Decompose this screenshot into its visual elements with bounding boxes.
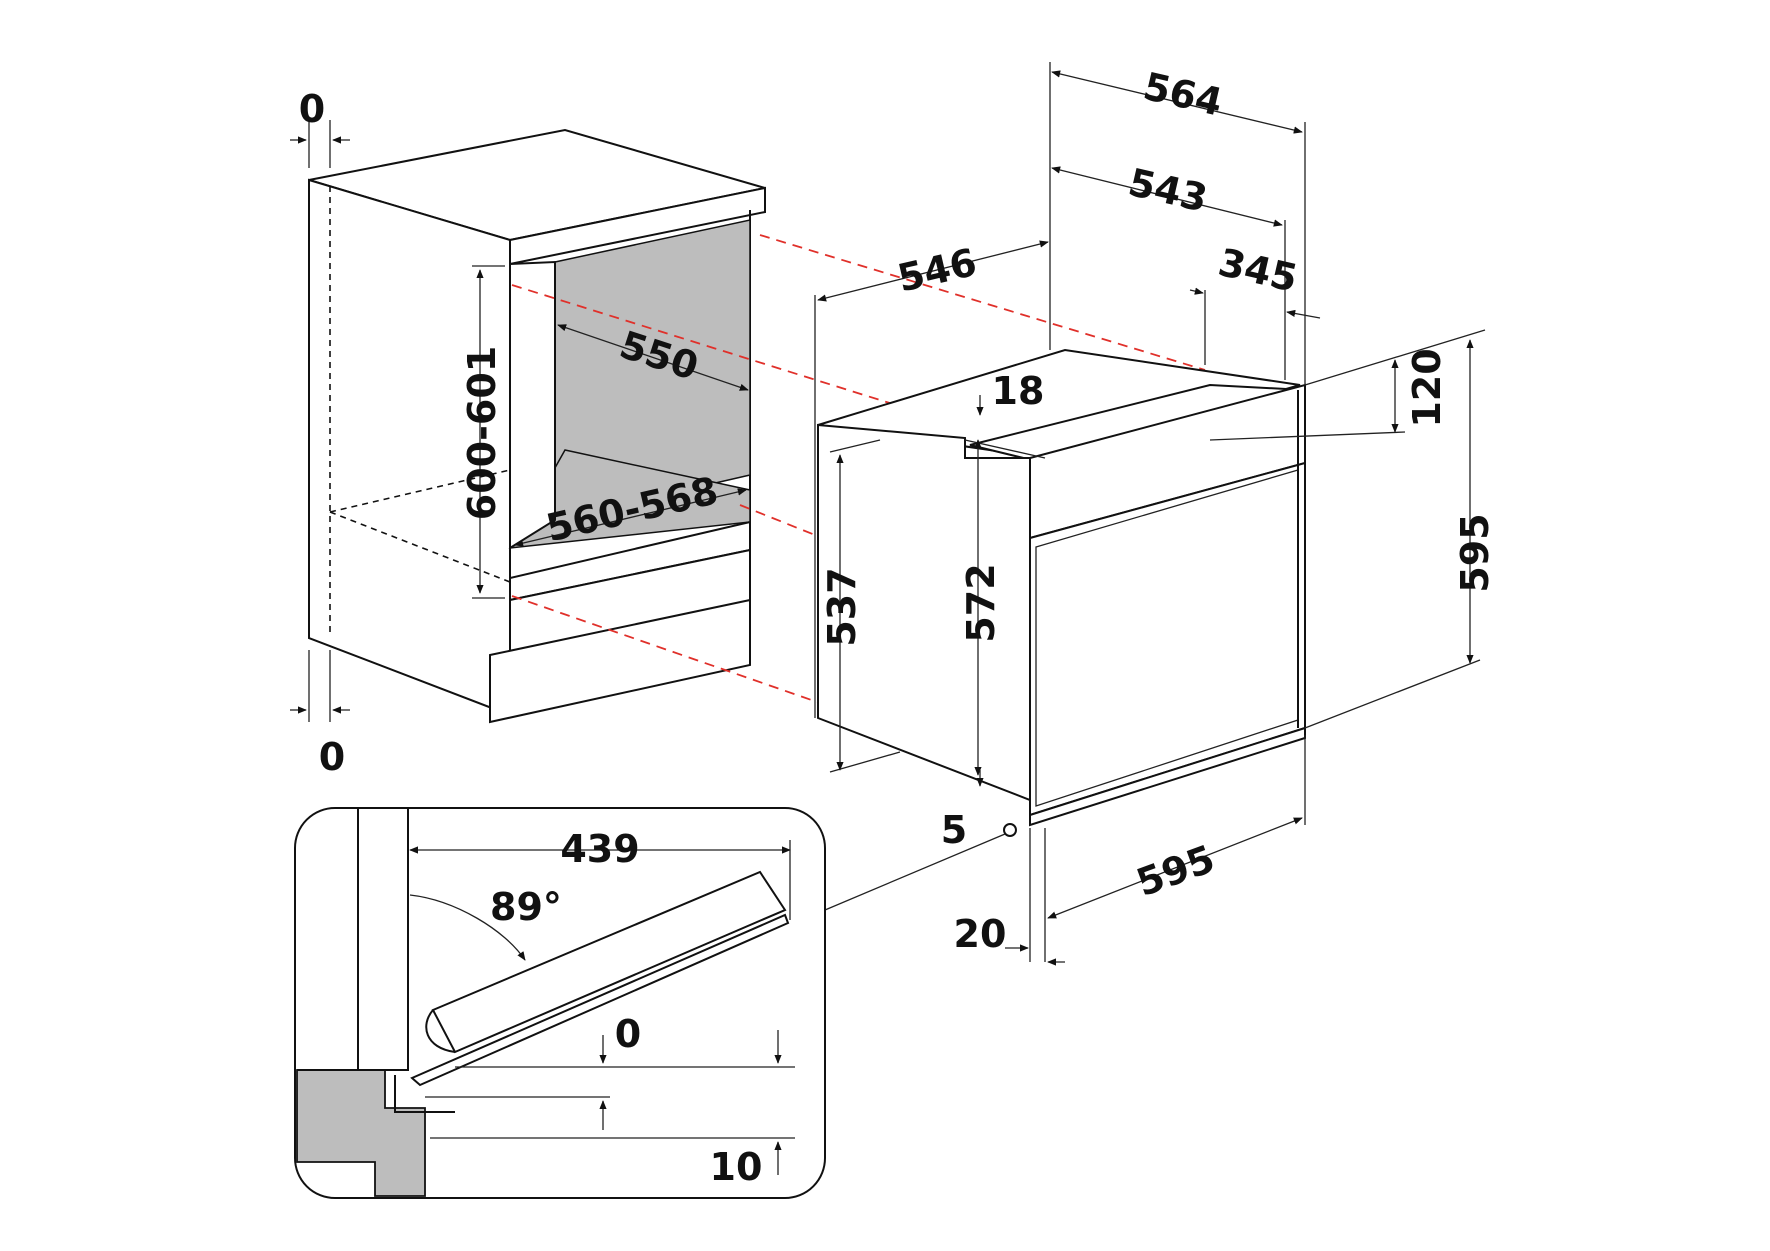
label-body-height-side: 537 (820, 567, 864, 646)
label-bottom-gap: 5 (941, 808, 967, 852)
label-top-offset: 345 (1214, 240, 1301, 301)
label-panel-height: 120 (1405, 348, 1449, 427)
door-detail-panel (294, 807, 826, 1199)
label-body-height-front: 572 (959, 563, 1003, 642)
label-front-thickness: 20 (954, 912, 1007, 956)
label-oven-width: 595 (1131, 837, 1221, 905)
oven (817, 348, 1306, 911)
label-oven-height: 595 (1453, 513, 1497, 592)
label-oven-depth: 543 (1124, 160, 1211, 221)
label-cab-bottom-gap: 0 (319, 735, 345, 779)
label-niche-height: 600-601 (460, 346, 504, 520)
label-door-gap-bottom: 10 (710, 1145, 763, 1189)
oven-dimensions (814, 62, 1486, 966)
label-oven-body-depth: 546 (893, 240, 980, 301)
label-cab-top-gap: 0 (299, 87, 325, 131)
label-door-angle: 89° (490, 885, 562, 929)
label-top-step: 18 (992, 369, 1045, 413)
label-door-clearance: 439 (560, 827, 639, 871)
label-oven-total-depth: 564 (1139, 64, 1226, 125)
label-door-gap-top: 0 (615, 1012, 641, 1056)
cabinet (290, 120, 766, 724)
